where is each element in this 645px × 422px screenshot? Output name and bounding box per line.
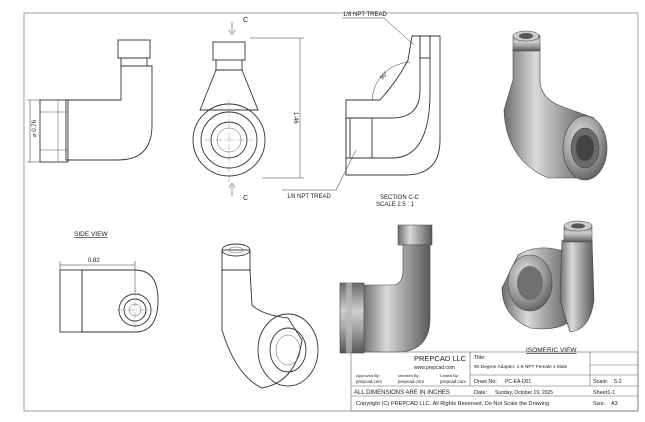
sheet-label: Sheet1-1 xyxy=(593,390,615,396)
sheet-border xyxy=(23,12,639,412)
company-website: www.prepcad.com xyxy=(414,365,455,371)
title-label: Title: xyxy=(474,355,486,361)
date-label: Date: xyxy=(474,390,488,396)
front-view: ⌀ 0.76 xyxy=(27,39,153,163)
dim-height-label: 1.46 xyxy=(292,112,298,124)
drawno-label: Draw No: xyxy=(474,379,497,385)
section-mark-bottom: C xyxy=(243,195,248,202)
drawno-value: PC-EA-D01 xyxy=(505,379,531,385)
section-mark-top: C xyxy=(243,17,248,24)
checked-site: prepcad.com xyxy=(398,379,424,384)
created-by-label: Crated By: xyxy=(440,373,459,378)
angle-label: 90° xyxy=(379,70,390,81)
size-label: Size: xyxy=(593,401,606,407)
approved-by-label: Approved By: xyxy=(356,373,380,378)
section-scale: SCALE 2.5 : 1 xyxy=(376,202,415,208)
side-view-label: SIDE VIEW xyxy=(74,231,108,238)
iso-render-top xyxy=(503,30,608,181)
dim-diameter-label: ⌀ 0.76 xyxy=(32,119,38,137)
npt-bottom-label: 1/8 NPT TREAD xyxy=(287,194,331,200)
side-view: SIDE VIEW 0.82 xyxy=(59,231,159,333)
section-view: 90° 1/8 NPT TREAD 1/8 NPT TREAD SECTION … xyxy=(282,12,441,208)
section-title: SECTION C-C xyxy=(380,195,420,201)
approved-site: prepcad.com xyxy=(356,379,382,384)
title-block: PREPCAD LLC www.prepcad.com Approved By:… xyxy=(350,351,639,412)
date-value: Sunday, October 19, 2025 xyxy=(495,390,553,396)
dim-width-label: 0.82 xyxy=(88,258,100,264)
npt-top-label: 1/8 NPT TREAD xyxy=(343,12,387,18)
copyright-text: Copyright (C) PREPCAD LLC. All Rights Re… xyxy=(356,401,549,407)
size-value: A3 xyxy=(611,401,618,407)
checked-by-label: checked By: xyxy=(398,373,420,378)
right-view: C C 1.46 xyxy=(192,17,304,202)
created-site: prepcad.com xyxy=(440,379,466,384)
dimensions-note: ALL DIMENSIONS ARE IN INCHES xyxy=(354,390,450,396)
iso-render-bottom: ISOMERIC VIEW xyxy=(501,220,595,354)
scale-label: Scale: xyxy=(593,379,609,385)
shaded-side-view xyxy=(339,224,433,354)
title-value: 90 Degree Adapter, 1-8 NPT Female x Male xyxy=(474,364,568,370)
company-name: PREPCAD LLC xyxy=(414,354,467,363)
isometric-view-label: ISOMERIC VIEW xyxy=(526,347,577,354)
scale-value: 5:2 xyxy=(614,379,622,385)
iso-wireframe xyxy=(221,243,319,389)
